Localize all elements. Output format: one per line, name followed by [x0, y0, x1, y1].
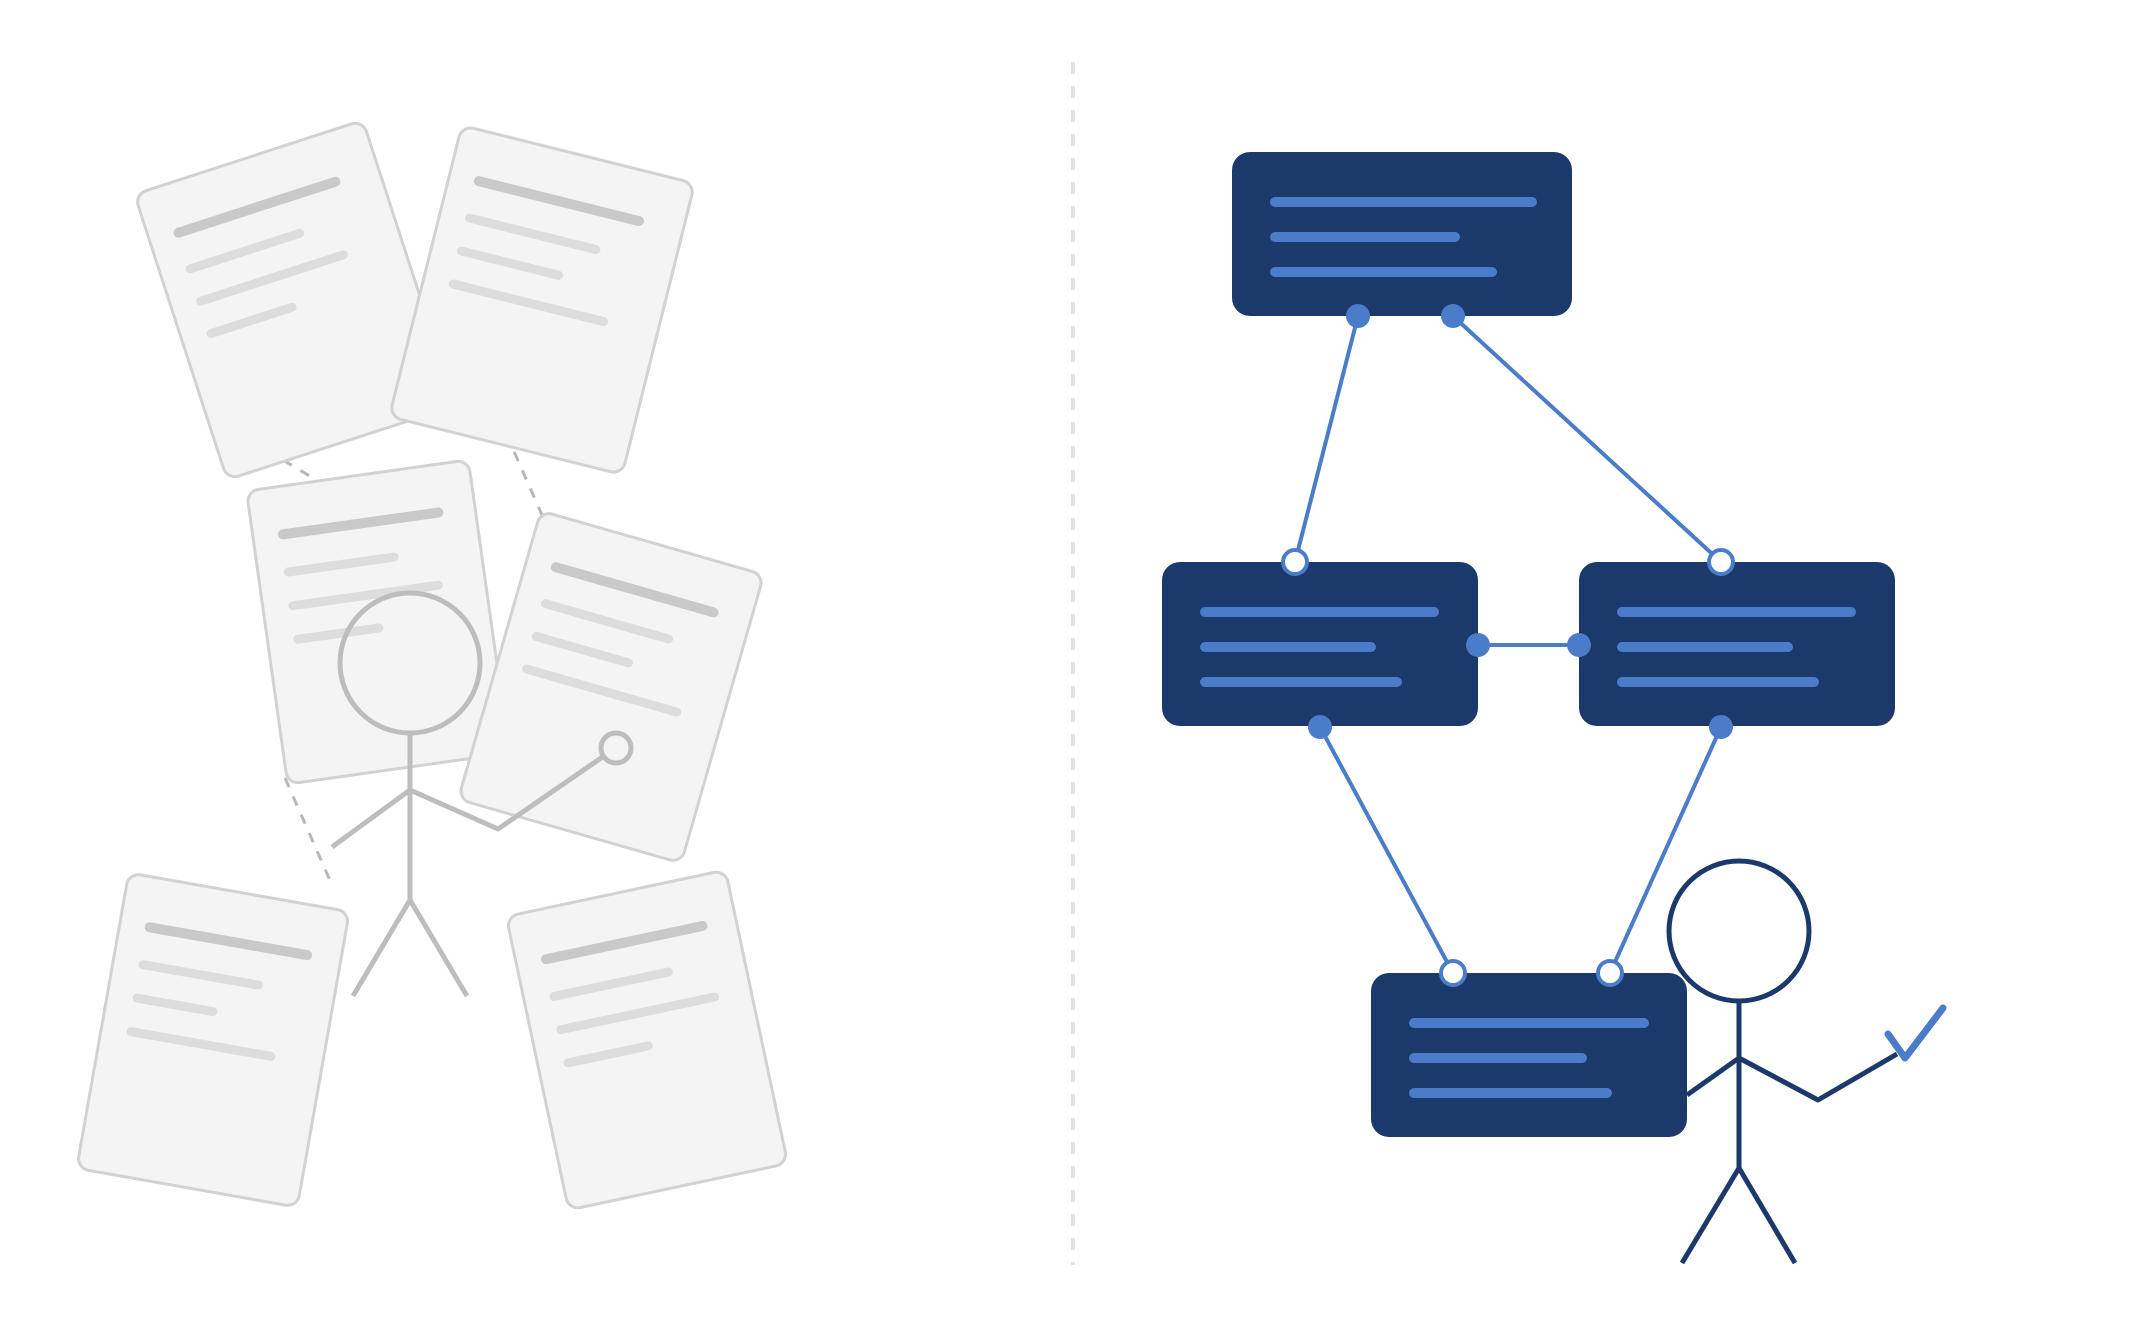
figure-right-leg [1736, 1166, 1798, 1265]
edge-right-bottom [1608, 726, 1723, 974]
dashed-connector [283, 777, 334, 886]
document-text-line [448, 279, 609, 327]
graph-node [1579, 562, 1895, 726]
port-hollow [1439, 959, 1467, 987]
figure-left-arm [330, 787, 412, 850]
document-sheet [390, 126, 694, 474]
document-text-line [138, 960, 263, 990]
document-card [246, 459, 510, 785]
document-text-line [283, 552, 399, 577]
document-title-line [144, 922, 313, 961]
document-text-line [288, 580, 443, 611]
graph-node [1371, 973, 1687, 1137]
document-title-line [541, 920, 708, 965]
document-text-line [206, 302, 297, 339]
figure-right-arm [408, 753, 606, 832]
figure-left-leg [350, 898, 413, 998]
document-text-line [456, 246, 563, 280]
document-card [77, 873, 349, 1207]
document-sheet [136, 121, 454, 479]
graph-node [1232, 152, 1572, 316]
document-text-line [126, 1027, 276, 1061]
document-text-line [563, 1041, 653, 1068]
port-filled [1346, 304, 1370, 328]
document-card [136, 121, 454, 479]
port-filled [1308, 715, 1332, 739]
document-text-line [196, 250, 348, 306]
graph-ports [1281, 304, 1735, 987]
document-title-line [550, 562, 719, 618]
port-filled [1441, 304, 1465, 328]
figure-head [1666, 858, 1812, 1004]
document-text-line [540, 599, 673, 644]
stick-figure-magnifier-icon [330, 590, 634, 998]
document-text-line [531, 631, 633, 668]
edge-left-bottom [1318, 726, 1455, 974]
figure-right-leg [407, 898, 470, 998]
port-hollow [1596, 959, 1624, 987]
document-text-line [522, 664, 682, 717]
port-filled [1709, 715, 1733, 739]
document-text-line [465, 213, 601, 255]
port-hollow [1707, 548, 1735, 576]
document-title-line [473, 176, 644, 227]
document-title-line [173, 176, 341, 238]
document-text-line [293, 623, 384, 644]
figure-left-leg [1679, 1166, 1742, 1265]
edge-top-left [1293, 315, 1360, 563]
document-card [459, 512, 763, 862]
document-card [506, 870, 788, 1210]
right-panel [1162, 152, 1947, 1265]
document-text-line [132, 993, 218, 1017]
document-sheet [459, 512, 763, 862]
magnifier-icon [598, 730, 634, 766]
document-sheet [77, 873, 349, 1207]
graph-edges [1293, 314, 1723, 974]
dashed-connector [265, 448, 341, 496]
figure-left-arm [1685, 1055, 1741, 1098]
stick-figure-check-icon [1666, 858, 1899, 1265]
document-text-line [185, 228, 305, 274]
document-title-line [277, 507, 444, 540]
port-filled [1567, 633, 1591, 657]
document-card [390, 126, 694, 474]
port-filled [1466, 633, 1490, 657]
check-icon [1884, 1004, 1947, 1062]
document-text-line [549, 967, 673, 1001]
edge-top-right [1451, 314, 1723, 564]
document-sheet [246, 459, 510, 785]
graph-node [1162, 562, 1478, 726]
document-sheet [506, 870, 788, 1210]
port-hollow [1281, 548, 1309, 576]
left-panel [77, 121, 788, 1210]
document-text-line [556, 992, 720, 1035]
figure-right-arm [1737, 1051, 1899, 1103]
